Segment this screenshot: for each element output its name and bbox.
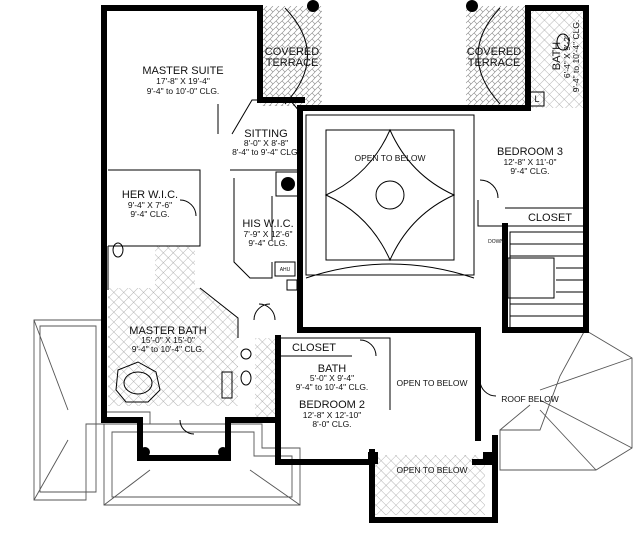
svg-text:9'-4" CLG.: 9'-4" CLG. <box>130 209 169 219</box>
master-suite-clg: 9'-4" to 10'-0" CLG. <box>147 86 220 96</box>
door-swings <box>179 179 499 435</box>
svg-text:9'-4" X 7'-6": 9'-4" X 7'-6" <box>128 200 172 210</box>
room-bath-mid: BATH 5'-0" X 9'-4" 9'-4" to 10'-4" CLG. <box>296 363 369 392</box>
svg-text:8'-0" CLG.: 8'-0" CLG. <box>312 419 351 429</box>
room-open-to-below-2: OPEN TO BELOW <box>396 378 467 388</box>
svg-text:CLOSET: CLOSET <box>292 342 336 354</box>
svg-text:9'-4" CLG.: 9'-4" CLG. <box>248 238 287 248</box>
svg-text:OPEN TO BELOW: OPEN TO BELOW <box>396 378 467 388</box>
svg-text:9'-4" to 10'-4" CLG.: 9'-4" to 10'-4" CLG. <box>132 344 205 354</box>
svg-text:9'-4" CLG.: 9'-4" CLG. <box>510 166 549 176</box>
room-bath-top-right: BATH 6'-4" X 9'-2" 9'-4" to 10'-4" CLG. <box>551 20 581 93</box>
roof-outline-right <box>499 329 633 471</box>
svg-text:TERRACE: TERRACE <box>266 57 319 69</box>
room-covered-terrace-right: COVERED TERRACE <box>467 46 521 69</box>
room-bedroom2: BEDROOM 2 12'-8" X 12'-10" 8'-0" CLG. <box>299 399 365 429</box>
linen-label: L <box>534 94 539 104</box>
fixtures <box>112 33 570 403</box>
svg-text:9'-4" to 10'-4" CLG.: 9'-4" to 10'-4" CLG. <box>571 20 581 93</box>
room-bedroom3: BEDROOM 3 12'-8" X 11'-0" 9'-4" CLG. <box>497 146 563 176</box>
room-closet-right: CLOSET <box>528 212 572 224</box>
room-closet-mid: CLOSET <box>292 342 336 354</box>
ahu-label: AHU <box>280 267 291 273</box>
svg-text:COVERED: COVERED <box>467 46 521 58</box>
staircase <box>507 231 585 329</box>
room-her-wic: HER W.I.C. 9'-4" X 7'-6" 9'-4" CLG. <box>122 189 178 219</box>
svg-text:8'-4" to 9'-4" CLG.: 8'-4" to 9'-4" CLG. <box>232 147 300 157</box>
svg-text:7'-9" X 12'-6": 7'-9" X 12'-6" <box>244 229 293 239</box>
svg-text:OPEN TO BELOW: OPEN TO BELOW <box>354 153 425 163</box>
room-covered-terrace-left: COVERED TERRACE <box>265 46 319 69</box>
master-suite-dim: 17'-8" X 19'-4" <box>156 76 210 86</box>
svg-text:HER W.I.C.: HER W.I.C. <box>122 189 178 201</box>
room-open-to-below-3: OPEN TO BELOW <box>396 465 467 475</box>
room-his-wic: HIS W.I.C. 7'-9" X 12'-6" 9'-4" CLG. <box>242 218 293 248</box>
roof-outline-left <box>33 319 301 506</box>
columns <box>140 0 493 464</box>
svg-text:8'-0" X 8'-8": 8'-0" X 8'-8" <box>244 138 288 148</box>
svg-text:6'-4" X 9'-2": 6'-4" X 9'-2" <box>562 34 572 78</box>
svg-text:12'-8" X 12'-10": 12'-8" X 12'-10" <box>303 410 361 420</box>
svg-text:SITTING: SITTING <box>244 128 287 140</box>
room-roof-below: ROOF BELOW <box>501 394 559 404</box>
room-sitting: SITTING 8'-0" X 8'-8" 8'-4" to 9'-4" CLG… <box>232 128 300 157</box>
svg-text:12'-8" X 11'-0": 12'-8" X 11'-0" <box>503 157 556 167</box>
svg-text:MASTER BATH: MASTER BATH <box>129 325 206 337</box>
svg-text:TERRACE: TERRACE <box>468 57 521 69</box>
svg-text:BEDROOM 2: BEDROOM 2 <box>299 399 365 411</box>
open-to-below-ceiling <box>305 114 475 279</box>
svg-text:BEDROOM 3: BEDROOM 3 <box>497 146 563 158</box>
svg-text:OPEN TO BELOW: OPEN TO BELOW <box>396 465 467 475</box>
walls <box>101 5 589 523</box>
interior-walls <box>107 99 584 410</box>
down-label: DOWN <box>488 239 504 245</box>
svg-text:CLOSET: CLOSET <box>528 212 572 224</box>
svg-text:BATH: BATH <box>551 42 563 71</box>
svg-text:15'-0" X 15'-0": 15'-0" X 15'-0" <box>141 335 195 345</box>
covered-terrace-right-floor <box>466 6 528 106</box>
svg-text:9'-4" to 10'-4" CLG.: 9'-4" to 10'-4" CLG. <box>296 382 369 392</box>
master-suite-name: MASTER SUITE <box>142 65 223 77</box>
svg-text:5'-0" X 9'-4": 5'-0" X 9'-4" <box>310 373 354 383</box>
svg-text:HIS W.I.C.: HIS W.I.C. <box>242 218 293 230</box>
svg-text:BATH: BATH <box>318 363 347 375</box>
room-master-suite: MASTER SUITE 17'-8" X 19'-4" 9'-4" to 10… <box>142 65 223 96</box>
master-bath-floor <box>108 288 238 406</box>
svg-text:COVERED: COVERED <box>265 46 319 58</box>
room-open-to-below-main: OPEN TO BELOW <box>354 153 425 163</box>
covered-terrace-left-floor <box>260 6 322 106</box>
svg-text:ROOF BELOW: ROOF BELOW <box>501 394 559 404</box>
room-master-bath: MASTER BATH 15'-0" X 15'-0" 9'-4" to 10'… <box>129 325 206 354</box>
